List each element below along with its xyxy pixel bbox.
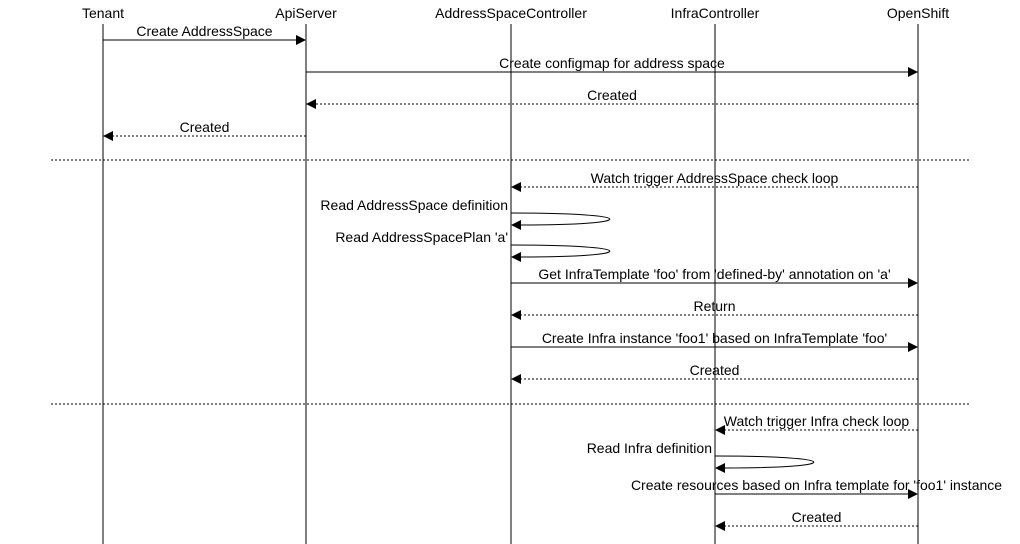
arrow-head [908, 489, 918, 499]
participant-asc: AddressSpaceController [435, 5, 587, 21]
message-label: Watch trigger Infra check loop [724, 413, 910, 429]
message-label: Read AddressSpace definition [320, 197, 508, 213]
message-label: Read Infra definition [587, 440, 712, 456]
participant-tenant: Tenant [82, 5, 124, 21]
arrow-head [306, 99, 316, 109]
arrow-head [715, 425, 725, 435]
message-label: Read AddressSpacePlan 'a' [335, 229, 508, 245]
arrow-head [715, 521, 725, 531]
message-label: Create AddressSpace [136, 23, 272, 39]
arrow-head [103, 131, 113, 141]
arrow-head [511, 374, 521, 384]
message-label: Return [693, 298, 735, 314]
message-label: Created [587, 87, 637, 103]
arrow-head [296, 35, 306, 45]
arrow-head [908, 278, 918, 288]
participant-api: ApiServer [275, 5, 337, 21]
self-message-arrow [510, 212, 611, 226]
message-label: Created [690, 362, 740, 378]
arrow-head [511, 182, 521, 192]
message-label: Created [792, 509, 842, 525]
self-message-arrow [714, 455, 815, 469]
arrow-head [511, 220, 521, 230]
arrow-head [715, 463, 725, 473]
self-message-arrow [510, 244, 611, 258]
message-label: Watch trigger AddressSpace check loop [591, 170, 839, 186]
arrow-head [511, 252, 521, 262]
message-label: Create configmap for address space [499, 55, 725, 71]
arrow-head [908, 342, 918, 352]
arrow-head [908, 67, 918, 77]
arrow-head [511, 310, 521, 320]
message-label: Create Infra instance 'foo1' based on In… [542, 330, 887, 346]
message-label: Get InfraTemplate 'foo' from 'defined-by… [538, 266, 890, 282]
message-label: Create resources based on Infra template… [631, 477, 1002, 493]
participant-infra: InfraController [671, 5, 760, 21]
participant-openshift: OpenShift [887, 5, 949, 21]
message-label: Created [180, 119, 230, 135]
